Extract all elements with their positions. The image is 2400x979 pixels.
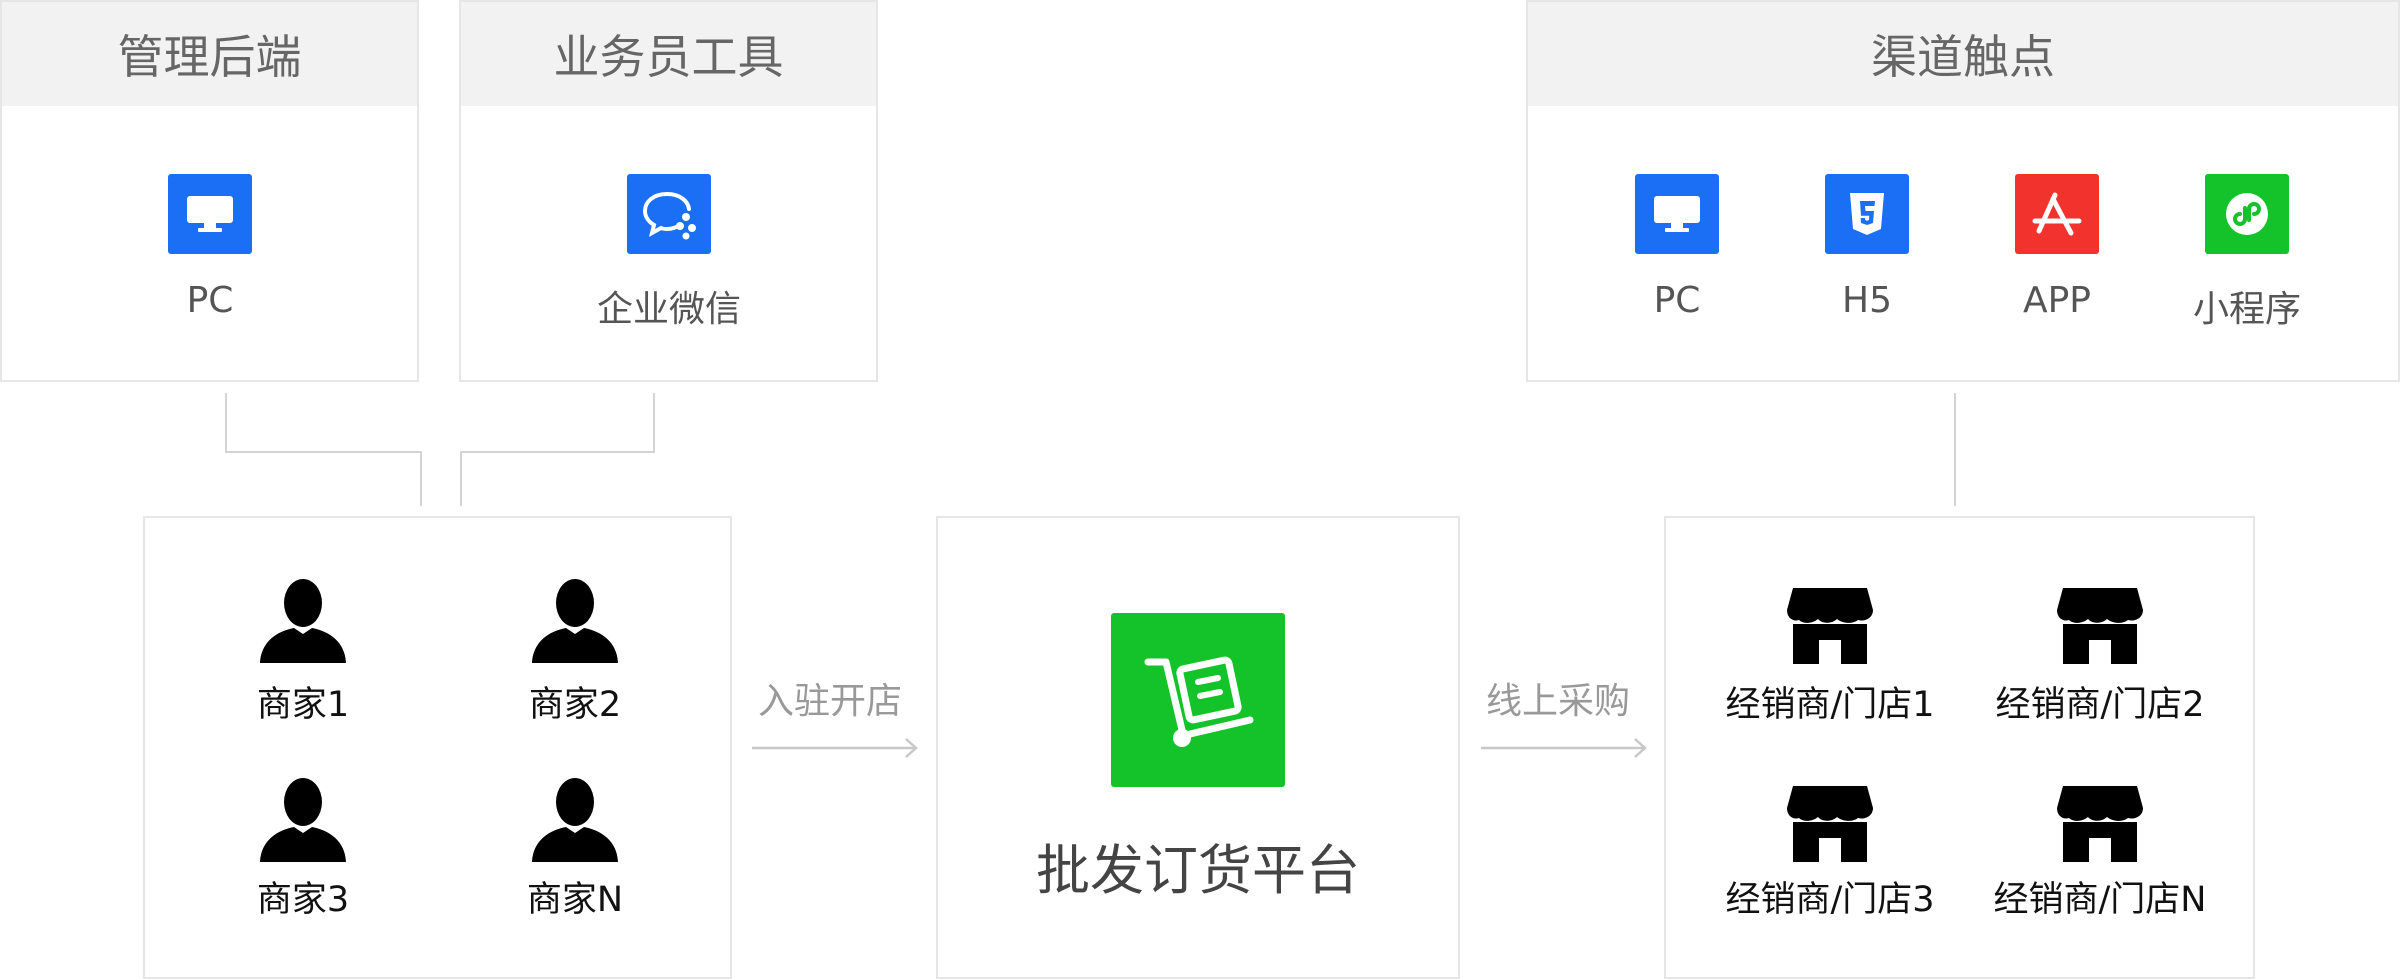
person-icon (532, 579, 618, 663)
wecom-icon (627, 174, 711, 254)
merchant-n-label: 商家N (526, 880, 624, 920)
sales-tools-panel: 业务员工具 企业微信 (459, 0, 878, 382)
edge-join-label: 入驻开店 (757, 681, 902, 722)
mini-program-icon (2205, 174, 2289, 254)
person-icon (260, 778, 346, 862)
monitor-icon (1635, 174, 1719, 254)
merchant-2-label: 商家2 (528, 685, 622, 725)
channel-app-label: APP (2022, 280, 2092, 321)
merchants-panel: 商家1 商家2 商家3 商家N (143, 516, 732, 979)
stores-panel: 经销商/门店1 经销商/门店2 经销商/门店3 经销商/门店N (1664, 516, 2255, 979)
edge-purchase-label: 线上采购 (1485, 681, 1630, 722)
merchant-1-label: 商家1 (256, 685, 350, 725)
person-icon (532, 778, 618, 862)
admin-title: 管理后端 (2, 2, 417, 106)
app-store-icon (2015, 174, 2099, 254)
connector-line (1954, 393, 1956, 506)
html5-icon (1825, 174, 1909, 254)
connector-line (653, 393, 655, 453)
channels-title: 渠道触点 (1528, 2, 2398, 106)
arrow-right-icon (1481, 738, 1647, 758)
connector-line (420, 451, 422, 506)
connector-line (225, 393, 227, 453)
arrow-right-icon (752, 738, 918, 758)
connector-line (460, 451, 655, 453)
channel-h5-label: H5 (1842, 280, 1892, 321)
admin-pc-label: PC (186, 280, 234, 321)
channel-pc-label: PC (1653, 280, 1701, 321)
store-1-label: 经销商/门店1 (1725, 685, 1935, 725)
admin-panel: 管理后端 PC (0, 0, 419, 382)
store-3-label: 经销商/门店3 (1725, 880, 1935, 920)
platform-title: 批发订货平台 (1036, 839, 1360, 902)
monitor-icon (168, 174, 252, 254)
store-icon (2057, 786, 2143, 862)
merchant-3-label: 商家3 (256, 880, 350, 920)
store-icon (1787, 786, 1873, 862)
store-icon (1787, 588, 1873, 664)
channels-panel: 渠道触点 PC H5 APP 小程序 (1526, 0, 2400, 382)
connector-line (225, 451, 422, 453)
channel-mini-program-label: 小程序 (2192, 289, 2301, 330)
store-2-label: 经销商/门店2 (1995, 685, 2205, 725)
connector-line (460, 451, 462, 506)
platform-panel: 批发订货平台 (936, 516, 1460, 979)
cart-icon (1111, 613, 1285, 787)
store-n-label: 经销商/门店N (1993, 880, 2207, 920)
sales-tools-wecom-label: 企业微信 (596, 289, 741, 330)
sales-tools-title: 业务员工具 (461, 2, 876, 106)
person-icon (260, 579, 346, 663)
store-icon (2057, 588, 2143, 664)
